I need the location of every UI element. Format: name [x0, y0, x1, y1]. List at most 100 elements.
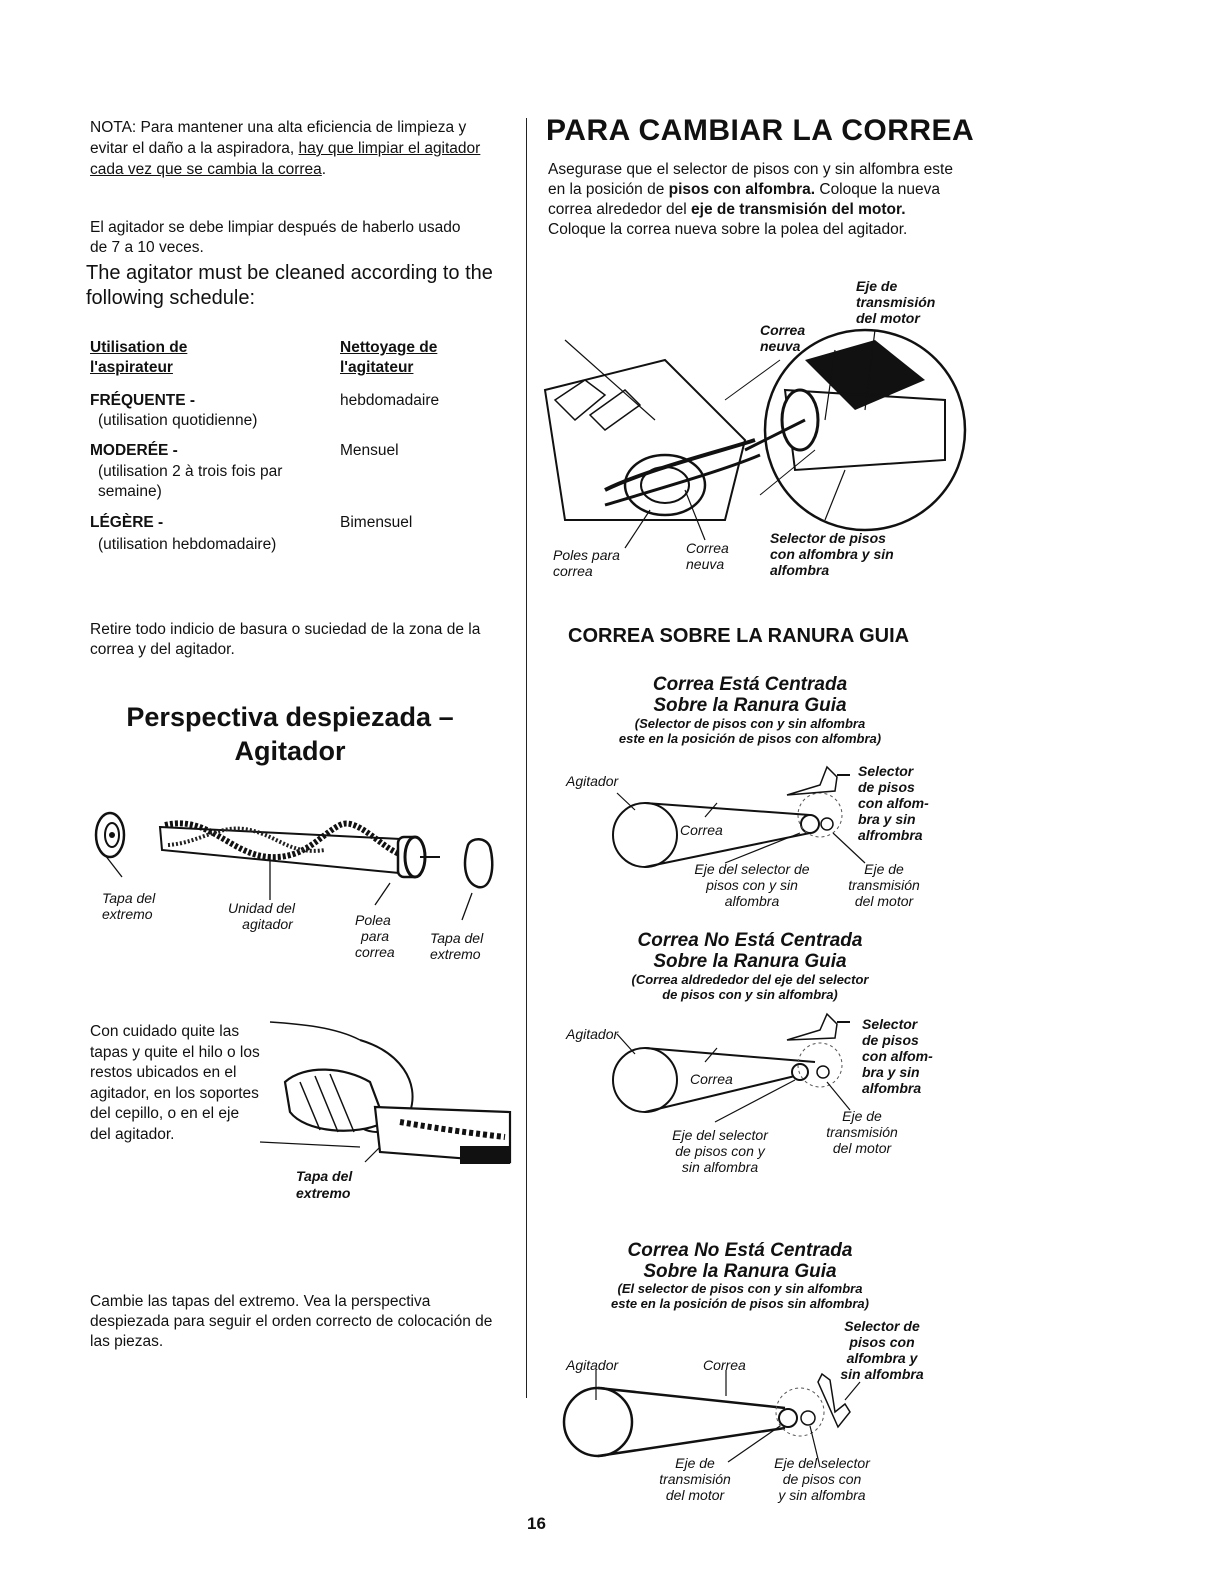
row2-value: Mensuel [340, 442, 399, 459]
row1-label: FRÉQUENTE - [90, 392, 196, 409]
diag3-note-1: (El selector de pisos con y sin alfombra [617, 1281, 863, 1296]
pulley-icon [396, 835, 440, 879]
row2-detail: (utilisation 2 à trois fois par semaine) [98, 463, 283, 500]
diag1-selector-2: de pisos [858, 779, 915, 795]
photo-label-correa-bot: Correa neuva [686, 540, 729, 572]
nota-end: . [321, 161, 327, 178]
careful-label-1: Tapa del [296, 1168, 353, 1184]
guide-title: CORREA SOBRE LA RANURA GUIA [568, 625, 910, 647]
diag1-eje-selector-1: Eje del selector de [694, 861, 810, 877]
diag1-eje-selector: Eje del selector de pisos con y sin alfo… [672, 861, 832, 909]
diag2-eje-selector-3: sin alfombra [681, 1159, 759, 1175]
table-col2-header: Nettoyage de l'agitateur [340, 339, 438, 376]
diag2-selector: Selector de pisos con alfom- bra y sin a… [862, 1016, 933, 1096]
nota-text: Para mantener una alta eficiencia de lim… [90, 119, 467, 157]
diag2-eje-trans-3: del motor [832, 1140, 892, 1156]
label-pulley-2: para [361, 928, 390, 944]
photo-label-selector: Selector de pisos con alfombra y sin alf… [770, 530, 894, 578]
careful-label-2: extremo [296, 1185, 351, 1201]
diag2-eje-trans: Eje de transmisión del motor [812, 1108, 912, 1156]
diag1-eje-trans-1: Eje de [864, 861, 904, 877]
label-end-cap-right-2: extremo [430, 946, 481, 962]
row1-detail: (utilisation quotidienne) [98, 412, 258, 429]
diag1-selector: Selector de pisos con alfom- bra y sin a… [858, 763, 929, 843]
diag1-agitador: Agitador [566, 773, 619, 789]
diag2-title-1: Correa No Está Centrada [637, 930, 863, 951]
photo-label-eje: Eje de transmisión del motor [856, 278, 935, 326]
exploded-title: Perspectiva despiezada – Agitador [110, 700, 470, 768]
diag3-belt-diagram [562, 1370, 861, 1468]
diag2-eje-trans-2: transmisión [826, 1124, 898, 1140]
label-end-cap-left-2: extremo [102, 906, 153, 922]
change-belt-intro: Asegurase que el selector de pisos con y… [548, 160, 958, 240]
label-end-cap-right: Tapa del extremo [430, 930, 483, 962]
exploded-title-line2: Agitador [234, 736, 346, 766]
diag3-note-2: este en la posición de pisos sin alfombr… [611, 1296, 869, 1311]
change-belt-title: PARA CAMBIAR LA CORREA [546, 114, 975, 147]
diag2-note-2: de pisos con y sin alfombra) [662, 987, 838, 1002]
photo-label-correa-bot-2: neuva [686, 556, 725, 572]
intro-part-3: Coloque la nueva correa alrededor del [548, 181, 941, 218]
diag1-selector-3: con alfom- [858, 795, 929, 811]
photo-label-eje-3: del motor [856, 310, 920, 326]
intro-part-5: Coloque la correa nueva sobre la polea d… [548, 221, 908, 238]
intro-part-1: Asegurase que el selector de pisos con y… [548, 161, 953, 198]
diag1-eje-trans-3: del motor [854, 893, 914, 909]
replace-caps-text: Cambie las tapas del extremo. Vea la per… [90, 1293, 493, 1350]
photo-label-correa-bot-1: Correa [686, 540, 729, 556]
nota-paragraph: NOTA: Para mantener una alta eficiencia … [90, 117, 490, 180]
diag1-eje-trans: Eje de transmisión del motor [834, 861, 934, 909]
diag3-eje-selector: Eje del selector de pisos con y sin alfo… [762, 1455, 882, 1503]
careful-text: Con cuidado quite las tapas y quite el h… [90, 1023, 260, 1143]
photo-label-poles-1: Poles para [553, 547, 620, 563]
right-end-cap-icon [463, 838, 494, 889]
diag3-title-1: Correa No Está Centrada [627, 1240, 853, 1261]
diag2-belt-diagram [612, 1012, 851, 1123]
nota-underlined: hay que limpiar el agitador cada vez que… [90, 140, 481, 178]
diag3-selector-4: sin alfombra [840, 1366, 924, 1382]
photo-label-selector-2: con alfombra y sin [770, 546, 894, 562]
diag2-eje-selector: Eje del selector de pisos con y sin alfo… [650, 1127, 790, 1175]
diag3-eje-trans-1: Eje de [675, 1455, 715, 1471]
photo-label-correa-top-1: Correa [760, 322, 806, 338]
diag3-title-2: Sobre la Ranura Guia [643, 1261, 837, 1282]
diag2-title: Correa No Está Centrada Sobre la Ranura … [560, 930, 940, 972]
diag3-agitador: Agitador [566, 1357, 619, 1373]
column-divider [526, 118, 527, 1398]
label-agitator-unit-2: agitador [242, 916, 293, 932]
diag2-note: (Correa aldrededor del eje del selector … [560, 972, 940, 1002]
exploded-agitator-drawing [94, 811, 494, 921]
photo-label-selector-3: alfombra [770, 562, 830, 578]
diag1-note-1: (Selector de pisos con y sin alfombra [634, 716, 866, 731]
diag3-selector-3: alfombra y [846, 1350, 918, 1366]
diag2-selector-5: alfombra [862, 1080, 922, 1096]
belt-change-illustration [543, 328, 967, 549]
diag2-selector-4: bra y sin [862, 1064, 920, 1080]
diag2-agitador: Agitador [566, 1026, 619, 1042]
photo-label-eje-1: Eje de [856, 278, 898, 294]
diag1-title: Correa Está Centrada Sobre la Ranura Gui… [560, 674, 940, 716]
careful-label: Tapa del extremo [296, 1168, 352, 1202]
row2-label: MODERÉE - [90, 442, 178, 459]
diag2-eje-selector-1: Eje del selector [672, 1127, 768, 1143]
label-pulley-3: correa [355, 944, 395, 960]
diag2-selector-1: Selector [862, 1016, 918, 1032]
diag1-selector-5: alfrombra [858, 827, 923, 843]
table-col1-header: Utilisation de l'aspirateur [90, 339, 188, 376]
label-end-cap-right-1: Tapa del [430, 930, 484, 946]
photo-label-selector-1: Selector de pisos [770, 530, 886, 546]
diag2-eje-selector-2: de pisos con y [675, 1143, 765, 1159]
diag1-note: (Selector de pisos con y sin alfombra es… [560, 716, 940, 746]
diag3-selector-2: pisos con [849, 1334, 915, 1350]
clean-after-text: El agitador se debe limpiar después de h… [90, 219, 461, 256]
diag1-belt-diagram [612, 765, 866, 868]
diag2-note-1: (Correa aldrededor del eje del selector [631, 972, 869, 987]
diag2-correa: Correa [690, 1071, 733, 1087]
diag3-selector-1: Selector de [844, 1318, 920, 1334]
diag2-selector-3: con alfom- [862, 1048, 933, 1064]
photo-label-eje-2: transmisión [856, 294, 936, 310]
diag1-selector-1: Selector [858, 763, 914, 779]
row3-detail: (utilisation hebdomadaire) [98, 536, 277, 553]
diag1-eje-selector-3: alfombra [724, 893, 780, 909]
diag2-selector-2: de pisos [862, 1032, 919, 1048]
